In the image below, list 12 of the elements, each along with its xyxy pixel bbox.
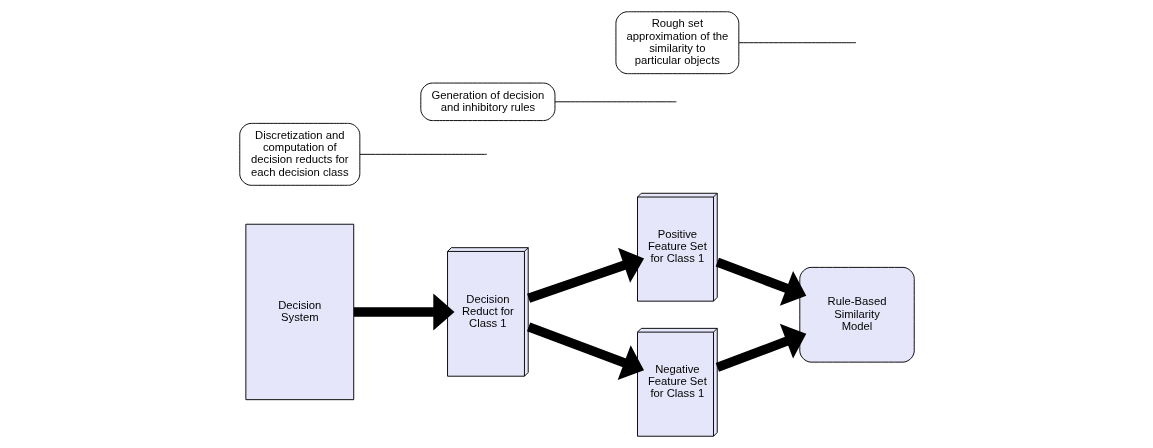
arrow xyxy=(715,257,806,306)
connector xyxy=(554,101,677,103)
node-box: Decision System xyxy=(244,223,354,401)
connector xyxy=(358,153,487,155)
arrow xyxy=(353,293,454,331)
arrow xyxy=(526,322,644,381)
arrow xyxy=(715,323,806,372)
node-box: Generation of decision and inhibitory rules xyxy=(419,82,555,122)
node-box: Rule-Based Similarity Model xyxy=(798,266,915,363)
node-box: Discretization and computation of decision reducts for each decision class xyxy=(238,122,360,186)
connector xyxy=(738,42,856,44)
node-box: Rough set approximation of the similarity to particular objects xyxy=(614,11,739,75)
